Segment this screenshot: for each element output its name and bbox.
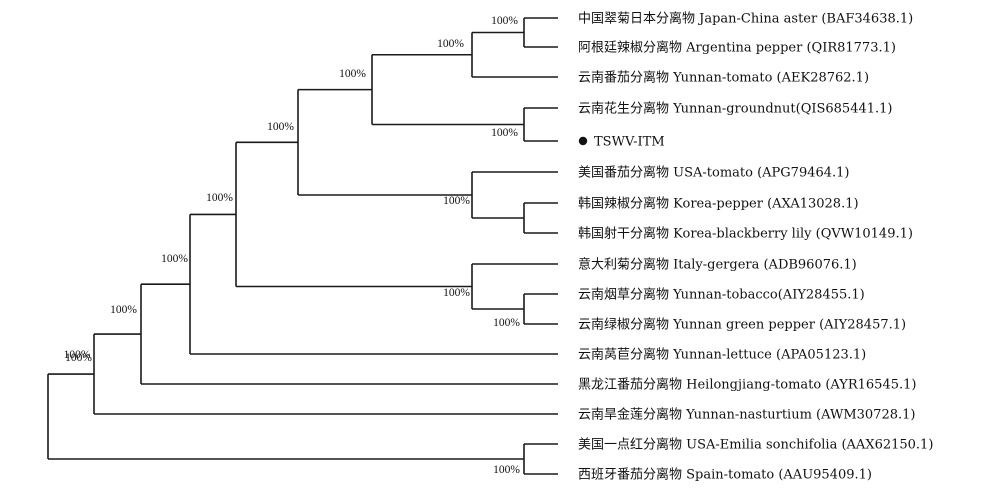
support-value-O: 100%	[493, 464, 520, 476]
leaf-label-L6: 美国番茄分离物 USA-tomato (APG79464.1)	[578, 165, 850, 181]
leaf-label-L11: 云南绿椒分离物 Yunnan green pepper (AIY28457.1)	[578, 317, 906, 333]
support-value-F: 100%	[443, 195, 470, 207]
support-value-R: 100%	[64, 349, 91, 361]
leaf-label-L8: 韩国射干分离物 Korea-blackberry lily (QVW10149.…	[578, 226, 913, 242]
leaf-label-L16: 西班牙番茄分离物 Spain-tomato (AAU95409.1)	[578, 467, 872, 483]
support-value-K: 100%	[161, 253, 188, 265]
support-value-G: 100%	[267, 121, 294, 133]
support-value-B: 100%	[437, 38, 464, 50]
leaf-label-L13: 黑龙江番茄分离物 Heilongjiang-tomato (AYR16545.1…	[578, 377, 916, 393]
support-value-A: 100%	[491, 15, 518, 27]
leaf-label-L1: 中国翠菊日本分离物 Japan-China aster (BAF34638.1)	[578, 11, 913, 27]
leaf-label-L3: 云南番茄分离物 Yunnan-tomato (AEK28762.1)	[578, 70, 869, 86]
leaf-label-L5: TSWV-ITM	[594, 135, 665, 150]
support-value-D: 100%	[339, 68, 366, 80]
support-value-H: 100%	[493, 317, 520, 329]
leaf-label-L9: 意大利菊分离物 Italy-gergera (ADB96076.1)	[578, 257, 857, 273]
leaf-labels: 中国翠菊日本分离物 Japan-China aster (BAF34638.1)…	[578, 11, 933, 483]
leaf-label-L7: 韩国辣椒分离物 Korea-pepper (AXA13028.1)	[578, 196, 859, 212]
leaf-label-L15: 美国一点红分离物 USA-Emilia sonchifolia (AAX6215…	[578, 437, 933, 453]
support-value-C: 100%	[491, 127, 518, 139]
tree-branches	[47, 17, 558, 475]
leaf-label-L14: 云南旱金莲分离物 Yunnan-nasturtium (AWM30728.1)	[578, 407, 915, 423]
support-value-N: 100%	[65, 352, 92, 364]
support-value-M: 100%	[110, 304, 137, 316]
support-value-J: 100%	[206, 192, 233, 204]
leaf-label-L2: 阿根廷辣椒分离物 Argentina pepper (QIR81773.1)	[578, 40, 896, 56]
leaf-label-L10: 云南烟草分离物 Yunnan-tobacco(AIY28455.1)	[578, 287, 865, 303]
leaf-label-L12: 云南莴苣分离物 Yunnan-lettuce (APA05123.1)	[578, 347, 866, 363]
leaf-label-L4: 云南花生分离物 Yunnan-groundnut(QIS685441.1)	[578, 101, 893, 117]
leaf-markers	[578, 136, 588, 146]
support-labels: 100% 100% 100% 100% 100% 100% 100% 100% 100% 100%…	[64, 15, 521, 476]
query-sequence-marker	[578, 136, 588, 146]
support-value-I: 100%	[443, 287, 470, 299]
